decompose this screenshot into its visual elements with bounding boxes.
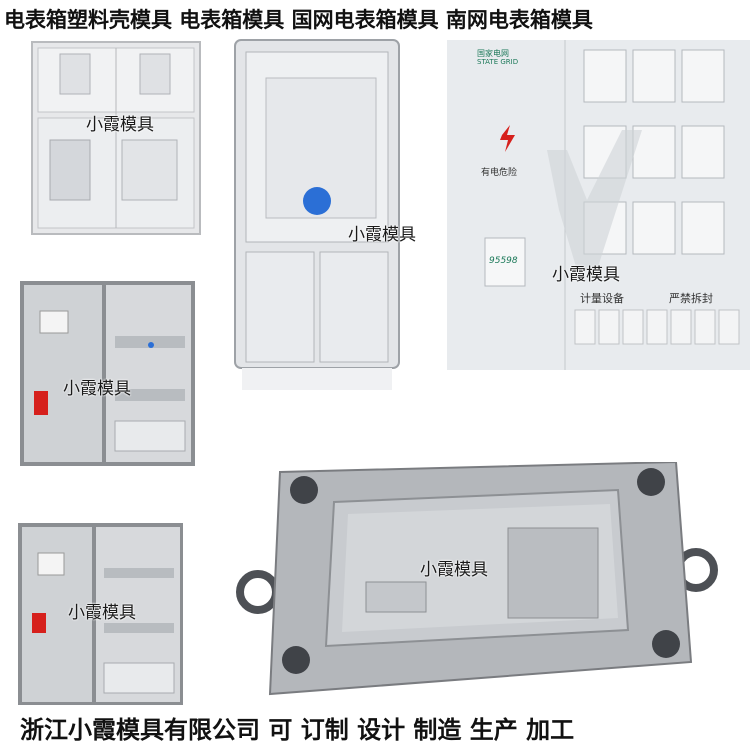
watermark-4: 小霞模具 [63, 379, 131, 399]
distribution-box-image-1 [20, 281, 195, 466]
product-photo-2 [232, 38, 402, 394]
no-tamper-label: 严禁拆封 [669, 292, 713, 305]
product-photo-1 [30, 40, 202, 240]
watermark-5: 小霞模具 [68, 603, 136, 623]
header-title: 电表箱塑料壳模具 电表箱模具 国网电表箱模具 南网电表箱模具 [4, 8, 593, 32]
danger-label: 有电危险 [481, 168, 518, 178]
footer-company-line: 浙江小霞模具有限公司 可 订制 设计 制造 生产 加工 [0, 705, 750, 750]
product-photo-3: 国家电网 STATE GRID 有电危险 95598 计量设备 严禁拆封 [447, 40, 750, 370]
watermark-6: 小霞模具 [420, 560, 488, 580]
product-photo-5 [18, 523, 183, 706]
watermark-1: 小霞模具 [86, 115, 154, 135]
distribution-box-image-2 [18, 523, 183, 706]
state-grid-logo-sub: STATE GRID [477, 58, 519, 66]
state-grid-logo: 国家电网 [477, 49, 509, 58]
meter-box-image-3 [447, 40, 750, 370]
meter-box-image-1 [31, 41, 201, 235]
hotline-label: 95598 [489, 256, 518, 266]
injection-mold-image [236, 462, 718, 696]
product-photo-4 [20, 281, 195, 466]
meter-box-image-2 [234, 39, 400, 390]
metering-label: 计量设备 [580, 292, 624, 305]
product-photo-6 [226, 462, 726, 702]
watermark-3: 小霞模具 [552, 265, 620, 285]
watermark-2: 小霞模具 [348, 225, 416, 245]
